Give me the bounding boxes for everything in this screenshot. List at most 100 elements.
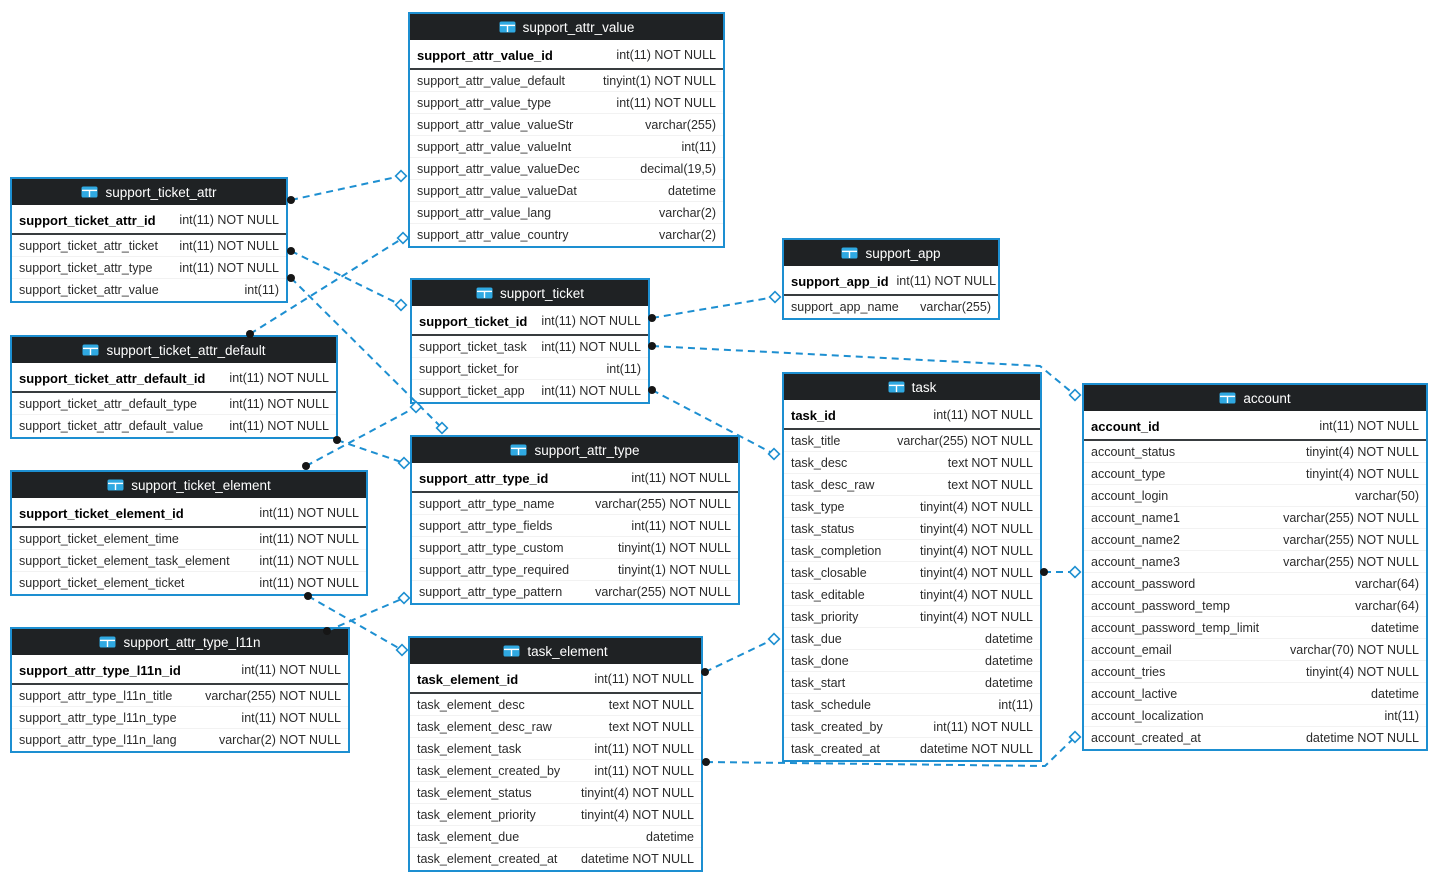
relationship-line[interactable] <box>336 439 405 464</box>
table-header[interactable]: support_ticket <box>412 280 648 308</box>
relationship-line[interactable] <box>704 638 775 673</box>
relationship-line[interactable] <box>651 296 776 319</box>
table-header[interactable]: support_ticket_attr <box>12 179 286 207</box>
table-header[interactable]: task <box>784 374 1040 402</box>
relationship-support_ticket-to-support_app[interactable] <box>648 290 782 322</box>
table-header[interactable]: account <box>1084 385 1426 413</box>
table-header[interactable]: support_ticket_attr_default <box>12 337 336 365</box>
relationship-support_ticket_attr-to-support_attr_value[interactable] <box>287 169 408 204</box>
relationship-line[interactable] <box>290 175 402 201</box>
table-header[interactable]: support_ticket_element <box>12 472 366 500</box>
table-header[interactable]: task_element <box>410 638 701 666</box>
relationship-task_element-to-task[interactable] <box>701 632 781 676</box>
table-header[interactable]: support_attr_value <box>410 14 723 42</box>
table-header[interactable]: support_app <box>784 240 998 268</box>
table-header[interactable]: support_attr_type <box>412 437 738 465</box>
relationship-task-to-account[interactable] <box>1040 565 1082 579</box>
relationship-line[interactable] <box>290 250 402 306</box>
